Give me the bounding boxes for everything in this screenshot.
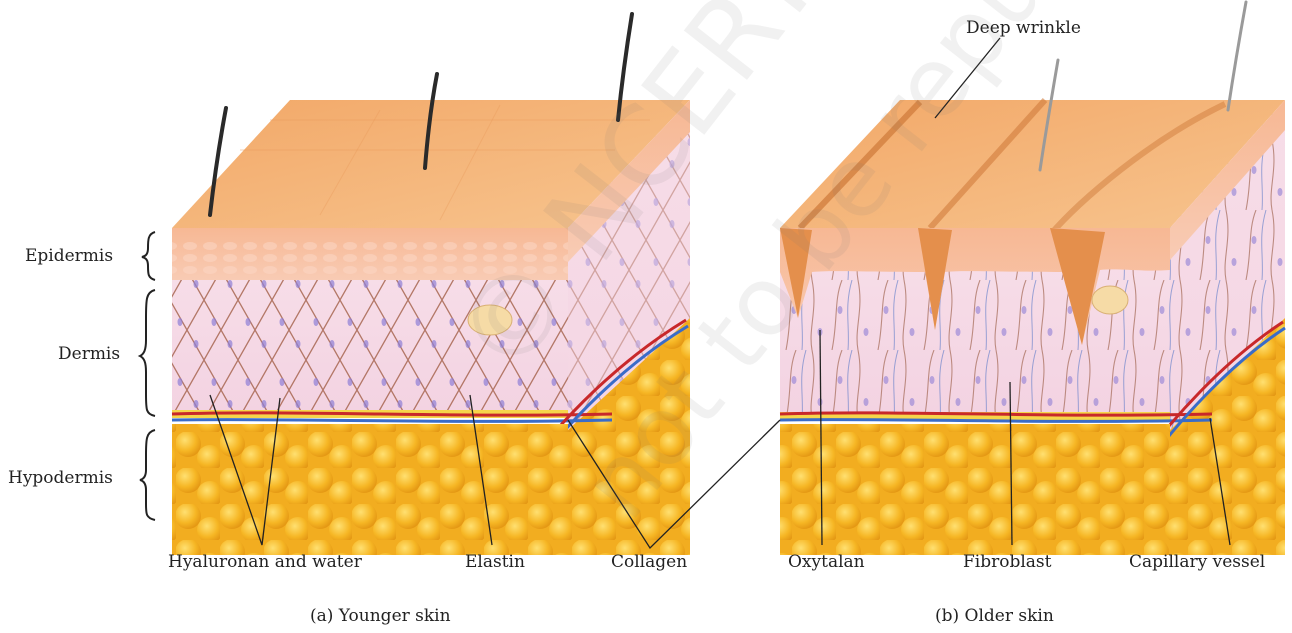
younger-hypodermis <box>172 424 568 555</box>
capillary-label: Capillary vessel <box>1129 552 1265 572</box>
older-caption: (b) Older skin <box>935 606 1054 626</box>
hyaluronan-label: Hyaluronan and water <box>168 552 362 572</box>
epidermis-label: Epidermis <box>25 246 113 266</box>
younger-vein <box>172 420 612 422</box>
dermis-brace <box>140 290 155 416</box>
older-hypodermis <box>780 424 1170 555</box>
hypodermis-label: Hypodermis <box>8 468 113 488</box>
younger-caption: (a) Younger skin <box>310 606 451 626</box>
collagen-label: Collagen <box>611 552 687 572</box>
elastin-label: Elastin <box>465 552 525 572</box>
older-hair-2 <box>1228 2 1246 110</box>
layer-braces <box>140 232 155 520</box>
dermis-label: Dermis <box>58 344 120 364</box>
epidermis-brace <box>142 232 155 280</box>
hypodermis-brace <box>140 430 155 520</box>
oxytalan-label: Oxytalan <box>788 552 865 572</box>
older-vein <box>780 420 1212 422</box>
fibroblast-label: Fibroblast <box>963 552 1052 572</box>
older-skin-block <box>780 2 1285 555</box>
younger-skin-block <box>172 14 690 555</box>
wrinkle-label: Deep wrinkle <box>966 18 1081 38</box>
